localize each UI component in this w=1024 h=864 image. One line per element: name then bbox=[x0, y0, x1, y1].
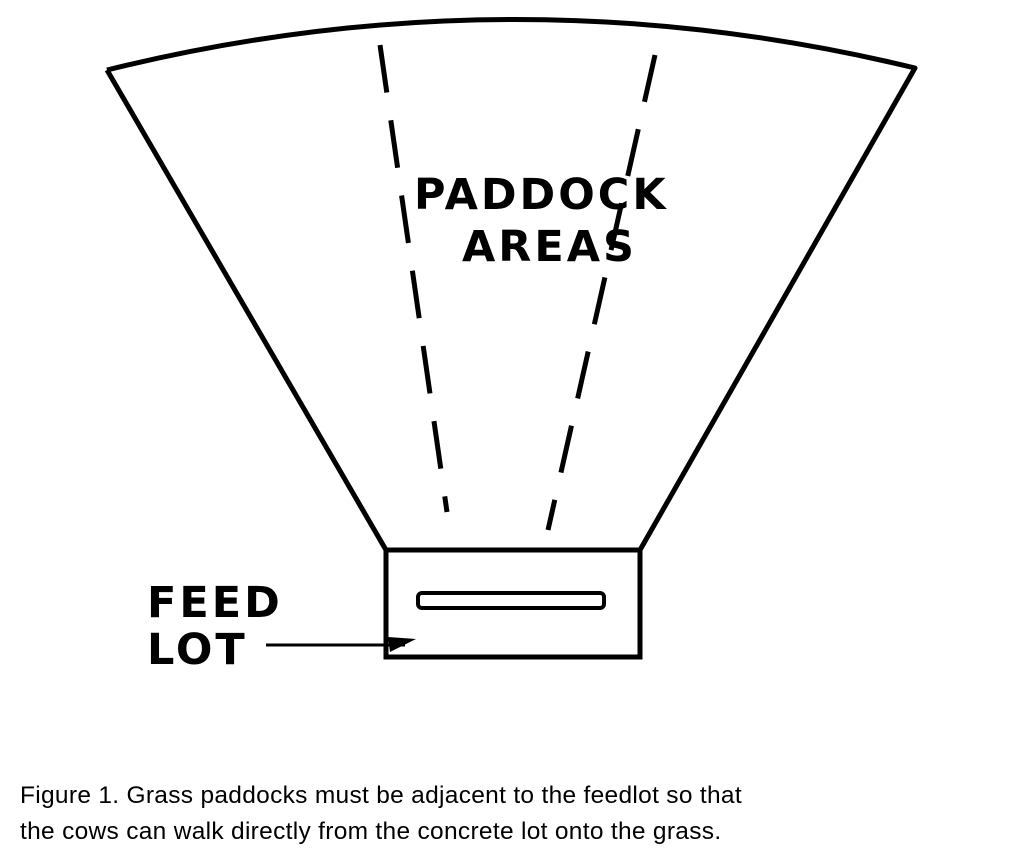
paddock-outline bbox=[104, 17, 918, 552]
caption-line-2: the cows can walk directly from the conc… bbox=[20, 818, 722, 845]
paddock-divider-left bbox=[377, 44, 450, 513]
feedlot-label-line1: FEED bbox=[147, 578, 283, 628]
paddock-divider-right bbox=[545, 54, 658, 531]
feedlot-arrowhead bbox=[388, 637, 416, 652]
paddock-label-line1: PADDOCK bbox=[414, 170, 669, 220]
figure-caption: Figure 1. Grass paddocks must be adjacen… bbox=[20, 778, 742, 850]
feedlot-label-line2: LOT bbox=[147, 625, 248, 675]
feedlot-rectangle bbox=[383, 547, 643, 660]
paddock-label-line2: AREAS bbox=[462, 222, 637, 272]
caption-line-1: Figure 1. Grass paddocks must be adjacen… bbox=[20, 782, 742, 809]
feed-trough bbox=[416, 591, 606, 610]
